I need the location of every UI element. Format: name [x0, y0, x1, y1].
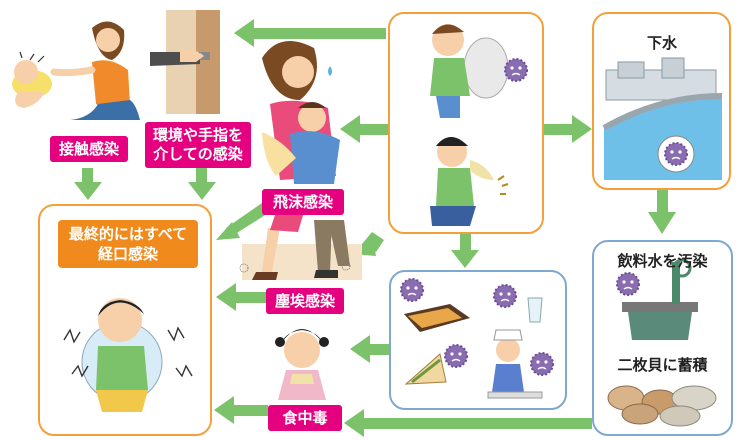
final-oral-infection-label: 最終的にはすべて 経口感染 — [58, 220, 198, 268]
droplet-infection-text: 飛沫感染 — [272, 192, 333, 211]
girl-eating-illustration — [275, 329, 329, 400]
environment-infection-label: 環境や手指を 介しての感染 — [145, 122, 251, 168]
shellfish-label: 二枚貝に蓄積 — [617, 356, 708, 374]
food-poisoning-text: 食中毒 — [282, 408, 328, 427]
food-poisoning-label: 食中毒 — [268, 405, 342, 431]
sewage-label: 下水 — [646, 34, 677, 52]
final-oral-infection-text-2: 経口感染 — [97, 245, 158, 263]
food-box — [389, 270, 567, 410]
door-handle-illustration — [150, 10, 220, 114]
dust-infection-text: 塵埃感染 — [274, 291, 335, 310]
contact-infection-label: 接触感染 — [50, 136, 128, 162]
droplet-infection-label: 飛沫感染 — [262, 189, 344, 215]
dust-legs-illustration — [239, 212, 362, 280]
source-box — [388, 12, 544, 234]
contact-infection-text: 接触感染 — [58, 139, 119, 158]
final-oral-infection-text-1: 最終的にはすべて — [68, 224, 188, 243]
mother-baby-illustration — [12, 21, 140, 120]
environment-infection-text-2: 介しての感染 — [153, 145, 243, 163]
drinking-water-label: 飲料水を汚染 — [617, 252, 708, 270]
environment-infection-text-1: 環境や手指を — [152, 125, 243, 144]
dust-infection-label: 塵埃感染 — [266, 288, 344, 314]
droplet-people-illustration — [262, 40, 340, 184]
